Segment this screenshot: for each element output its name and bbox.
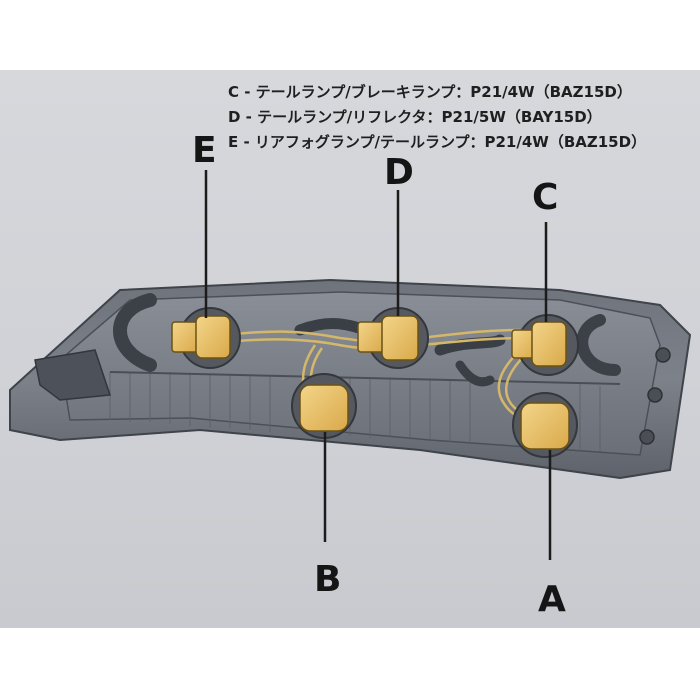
socket-a [512,392,578,458]
legend-item-c: C - テールランプ/ブレーキランプ：P21/4W（BAZ15D） [228,83,632,101]
callout-label-d: D [384,152,414,193]
leader-lines [204,170,552,560]
callout-label-e: E [192,130,217,171]
socket-b [291,373,357,439]
callout-label-b: B [314,559,342,600]
callout-label-c: C [532,177,559,218]
socket-e [171,307,241,369]
socket-d [357,307,429,369]
legend-item-e: E - リアフォグランプ/テールランプ：P21/4W（BAZ15D） [228,133,647,151]
lamp-housing [9,278,692,480]
bulb-legend: C - テールランプ/ブレーキランプ：P21/4W（BAZ15D） D - テー… [228,80,698,155]
legend-item-d: D - テールランプ/リフレクタ：P21/5W（BAY15D） [228,108,602,126]
callout-label-a: A [538,579,566,620]
socket-c [511,314,579,376]
